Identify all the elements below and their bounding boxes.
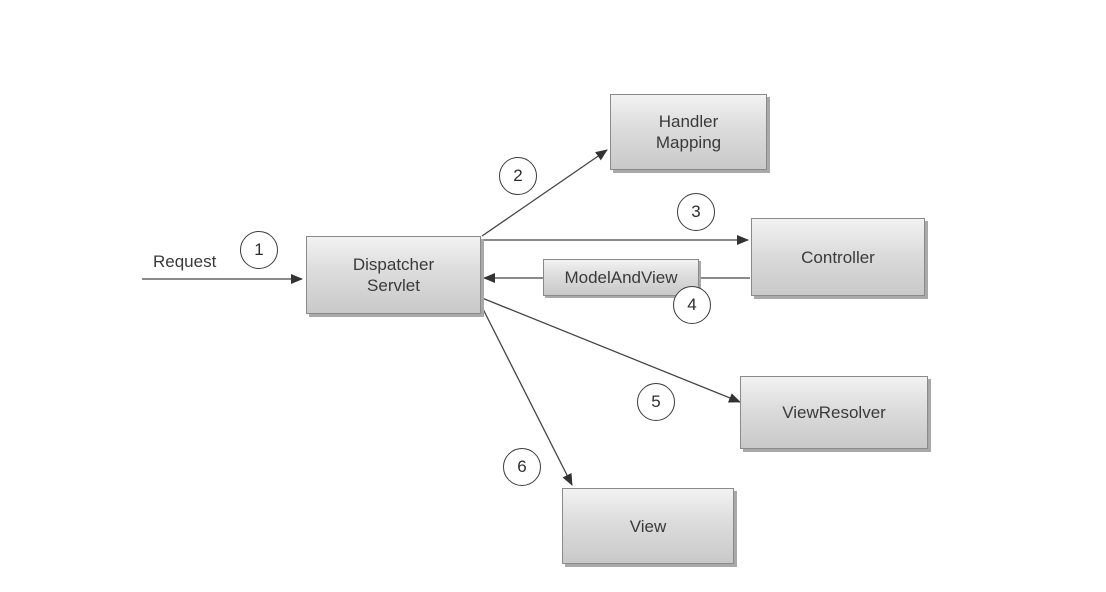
view-resolver-box: ViewResolver	[740, 376, 928, 449]
view-resolver-label: ViewResolver	[782, 403, 886, 422]
controller-label: Controller	[801, 247, 875, 267]
step-1-marker: 1	[240, 231, 278, 269]
handler-mapping-arrow	[481, 149, 608, 237]
view-arrow	[481, 306, 573, 486]
step-4-marker: 4	[673, 286, 711, 324]
handler-mapping-box: Handler Mapping	[610, 94, 767, 170]
controller-box: Controller	[751, 218, 925, 296]
view-resolver-arrow	[481, 297, 741, 403]
view-box: View	[562, 488, 734, 564]
model-and-view-box: ModelAndView	[543, 259, 699, 296]
step-2-marker: 2	[499, 157, 537, 195]
view-label: View	[629, 516, 667, 536]
step-6-marker: 6	[503, 448, 541, 486]
step-5-marker: 5	[637, 383, 675, 421]
dispatcher-servlet-box: Dispatcher Servlet	[306, 236, 481, 314]
dispatcher-servlet-label: Dispatcher Servlet	[352, 255, 435, 295]
request-label: Request	[153, 252, 217, 271]
handler-mapping-label: Handler Mapping	[655, 112, 722, 152]
model-and-view-label: ModelAndView	[564, 268, 678, 287]
step-3-marker: 3	[677, 193, 715, 231]
